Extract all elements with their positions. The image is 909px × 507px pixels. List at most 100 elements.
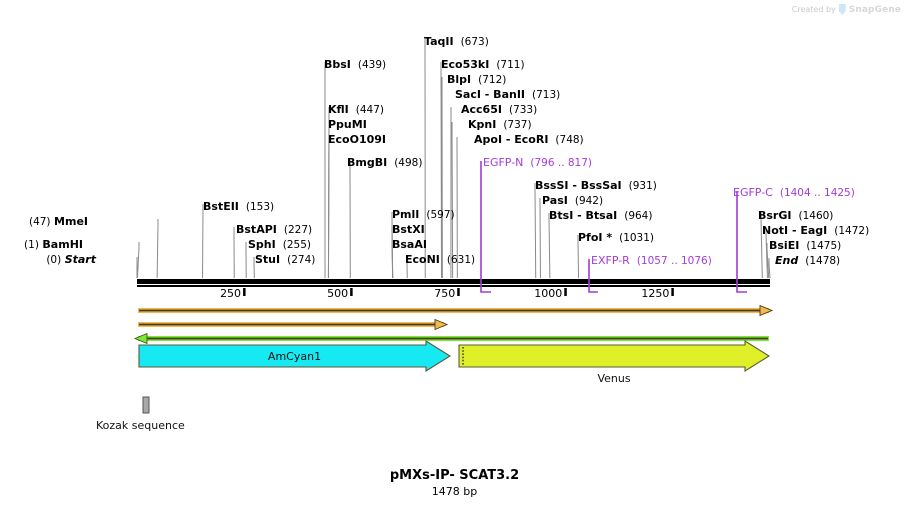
restriction-site-name: ApoI - EcoRI: [474, 133, 549, 146]
feature-arrow-venus[interactable]: [458, 340, 771, 372]
restriction-site-position: (733): [508, 104, 538, 116]
restriction-site-position: (1478): [805, 255, 841, 267]
site-leader-line: [768, 258, 771, 279]
snapgene-logo-icon: [838, 4, 846, 15]
restriction-site-label[interactable]: (47) MmeI: [29, 215, 88, 229]
restriction-site-label[interactable]: BmgBI (498): [347, 157, 422, 170]
restriction-site-position: (227): [283, 224, 313, 236]
restriction-site-name: Eco53kI: [441, 58, 490, 71]
restriction-site-name: BlpI: [447, 73, 472, 86]
primer-label[interactable]: EGFP-C (1404 .. 1425): [733, 187, 855, 200]
restriction-site-position: (597): [426, 209, 455, 221]
restriction-site-label[interactable]: BsrGI (1460): [758, 209, 834, 223]
restriction-site-label[interactable]: (1) BamHI: [24, 239, 83, 252]
primer-label[interactable]: EXFP-R (1057 .. 1076): [591, 254, 712, 268]
primer-bracket: [736, 191, 747, 293]
restriction-site-name: EcoNI: [405, 253, 440, 266]
feature-label-venus: Venus: [597, 372, 631, 385]
restriction-site-label[interactable]: PpuMI: [328, 119, 367, 131]
restriction-site-name: Acc65I: [461, 103, 502, 116]
restriction-site-name: EcoO109I: [328, 133, 386, 146]
orf-track-1-core: [139, 309, 768, 312]
restriction-site-name: BsaAI: [392, 238, 427, 251]
restriction-site-name: PmlI: [392, 208, 420, 221]
restriction-site-name: TaqII: [424, 35, 454, 48]
feature-arrow-amcyan1[interactable]: [138, 340, 452, 372]
site-leader-line: [440, 62, 443, 279]
restriction-site-name: MmeI: [54, 215, 88, 228]
restriction-site-position: (1031): [619, 232, 655, 244]
plasmid-length: 1478 bp: [431, 485, 478, 498]
kozak-sequence-marker[interactable]: [142, 396, 150, 414]
restriction-site-label[interactable]: BsaAI: [392, 239, 427, 251]
site-leader-line: [766, 243, 770, 279]
site-leader-line: [451, 122, 454, 279]
ruler-tick: [457, 288, 460, 296]
restriction-site-label[interactable]: KpnI (737): [468, 118, 532, 132]
restriction-site-name: BstXI: [392, 223, 425, 236]
restriction-site-label[interactable]: (0) Start: [46, 254, 96, 267]
primer-name: EXFP-R: [591, 254, 630, 267]
restriction-site-position: (964): [624, 210, 653, 222]
restriction-site-label[interactable]: SacI - BanII (713): [455, 89, 560, 102]
restriction-site-name: KflI: [328, 103, 349, 116]
restriction-site-label[interactable]: End (1478): [775, 255, 841, 268]
restriction-site-name: KpnI: [468, 118, 497, 131]
site-leader-line: [136, 242, 140, 279]
restriction-site-label[interactable]: BtsI - BtsaI (964): [549, 209, 653, 223]
restriction-site-name: PasI: [542, 194, 568, 207]
ruler-tick-label: 1250: [641, 287, 669, 300]
ruler-tick-label: 250: [220, 287, 241, 300]
restriction-site-label[interactable]: BsiEI (1475): [769, 239, 842, 253]
restriction-site-label[interactable]: EcoO109I: [328, 134, 386, 146]
restriction-site-position: (931): [628, 180, 657, 192]
restriction-site-label[interactable]: NotI - EagI (1472): [762, 225, 869, 238]
restriction-site-name: BstEII: [203, 200, 239, 213]
restriction-site-position: (737): [503, 119, 532, 131]
ruler-tick: [671, 288, 674, 296]
restriction-site-label[interactable]: PfoI * (1031): [578, 232, 655, 245]
ruler-tick-label: 1000: [534, 287, 562, 300]
restriction-site-position: (942): [574, 195, 604, 207]
restriction-site-label[interactable]: BlpI (712): [447, 73, 507, 87]
restriction-site-label[interactable]: Acc65I (733): [461, 103, 538, 117]
ruler-tick-label: 750: [434, 287, 455, 300]
restriction-site-name: BsrGI: [758, 209, 792, 222]
restriction-site-label[interactable]: ApoI - EcoRI (748): [474, 133, 584, 147]
ruler-tick: [243, 288, 246, 296]
primer-name: EGFP-N: [483, 156, 524, 169]
site-leader-line: [534, 183, 537, 279]
restriction-site-name: BstAPI: [236, 223, 277, 236]
restriction-site-label[interactable]: SphI (255): [248, 239, 311, 252]
restriction-site-label[interactable]: TaqII (673): [424, 35, 489, 49]
restriction-site-label[interactable]: PmlI (597): [392, 208, 455, 222]
restriction-site-label[interactable]: BstEII (153): [203, 200, 275, 214]
site-leader-line: [327, 137, 330, 279]
restriction-site-position: (1475): [806, 240, 842, 252]
primer-bracket: [588, 259, 598, 293]
restriction-site-label[interactable]: StuI (274): [255, 254, 316, 267]
restriction-site-label[interactable]: BbsI (439): [324, 59, 386, 72]
feature-label-amcyan1: AmCyan1: [267, 350, 322, 363]
restriction-site-label[interactable]: Eco53kI (711): [441, 58, 525, 72]
restriction-site-position: (153): [245, 201, 275, 213]
ruler-tick-label: 500: [327, 287, 348, 300]
restriction-site-label[interactable]: PasI (942): [542, 194, 604, 208]
restriction-site-label[interactable]: KflI (447): [328, 103, 384, 117]
restriction-site-position: (0): [46, 254, 62, 266]
restriction-site-position: (274): [287, 254, 316, 266]
restriction-site-name: BsiEI: [769, 239, 800, 252]
restriction-site-label[interactable]: BssSI - BssSaI (931): [535, 180, 657, 193]
orf-track-3-arrowhead: [133, 332, 148, 345]
plasmid-backbone-lower-strand: [137, 285, 770, 287]
restriction-site-position: (1460): [798, 210, 834, 222]
restriction-site-name: BtsI - BtsaI: [549, 209, 618, 222]
restriction-site-position: (712): [478, 74, 507, 86]
restriction-site-label[interactable]: BstAPI (227): [236, 223, 313, 237]
primer-label[interactable]: EGFP-N (796 .. 817): [483, 156, 592, 170]
restriction-site-label[interactable]: EcoNI (631): [405, 253, 475, 267]
restriction-site-label[interactable]: BstXI: [392, 224, 425, 236]
restriction-site-name: PpuMI: [328, 118, 367, 131]
site-leader-line: [156, 219, 159, 279]
